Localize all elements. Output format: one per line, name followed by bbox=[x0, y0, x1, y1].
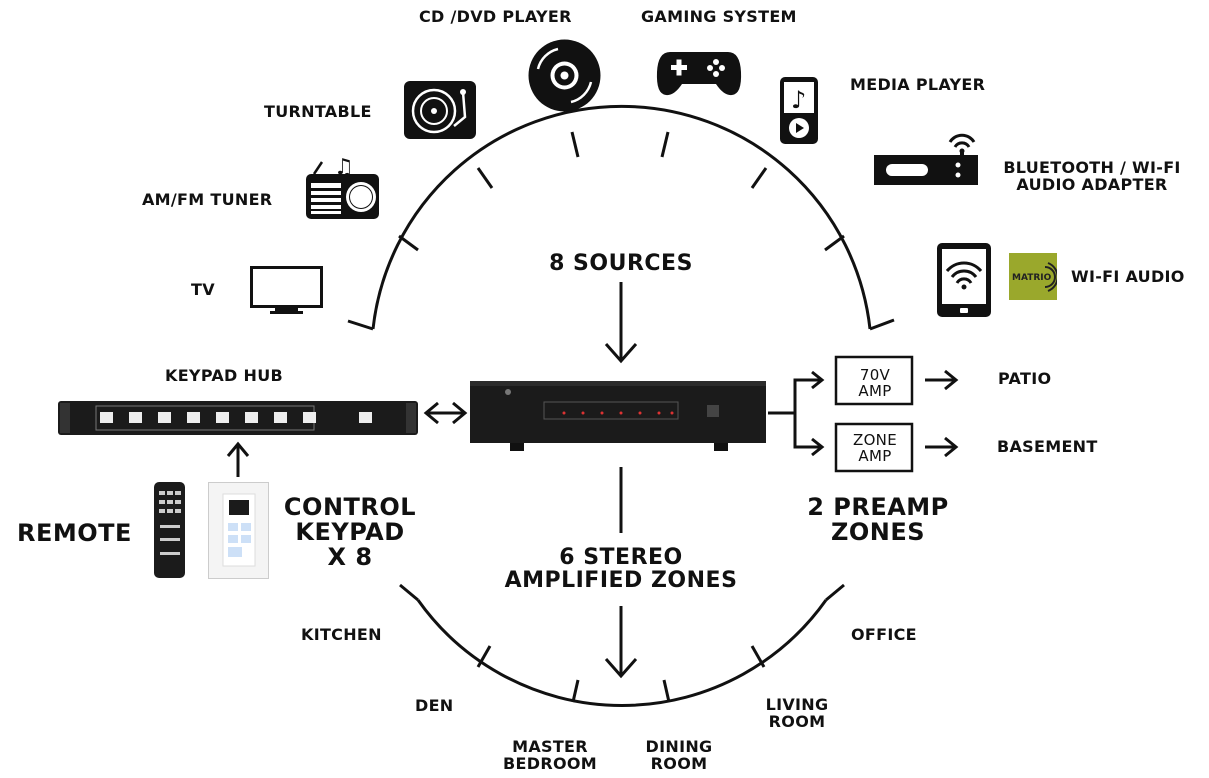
turntable-icon bbox=[404, 81, 476, 139]
wall-keypad bbox=[208, 482, 269, 579]
disc-icon bbox=[528, 39, 601, 112]
turntable-label: TURNTABLE bbox=[264, 102, 372, 121]
svg-text:♫: ♫ bbox=[334, 155, 354, 180]
matrio-logo-text: MATRIO bbox=[1012, 273, 1052, 283]
zone-amp-box bbox=[834, 422, 914, 473]
cd-dvd-label: CD /DVD PLAYER bbox=[419, 7, 572, 26]
matrio-logo: MATRIO bbox=[1009, 253, 1059, 300]
amp-70v-box bbox=[834, 355, 914, 406]
remote-control bbox=[154, 482, 185, 578]
gaming-label: GAMING SYSTEM bbox=[641, 7, 797, 26]
tv-label: TV bbox=[191, 280, 215, 299]
media-player-icon: ♪ bbox=[780, 77, 818, 144]
receiver-device bbox=[470, 381, 766, 451]
den-label: DEN bbox=[415, 696, 454, 715]
sources-arc bbox=[371, 104, 872, 330]
zones-arc bbox=[416, 599, 828, 707]
radio-icon: ♫ bbox=[306, 155, 379, 219]
patio-label: PATIO bbox=[998, 369, 1052, 388]
svg-text:♪: ♪ bbox=[791, 86, 806, 114]
sources-title: 8 SOURCES bbox=[549, 251, 693, 276]
wifi-audio-label: WI-FI AUDIO bbox=[1071, 267, 1185, 286]
keypad-hub-device bbox=[58, 401, 418, 435]
am-fm-label: AM/FM TUNER bbox=[142, 190, 273, 209]
tablet-icon bbox=[937, 243, 991, 317]
office-label: OFFICE bbox=[851, 625, 917, 644]
kitchen-label: KITCHEN bbox=[301, 625, 382, 644]
media-player-label: MEDIA PLAYER bbox=[850, 75, 986, 94]
tv-icon bbox=[250, 266, 323, 314]
audio-adapter-icon bbox=[874, 133, 978, 185]
remote-label: REMOTE bbox=[17, 519, 132, 547]
gamepad-icon bbox=[656, 52, 742, 96]
keypad-hub-label: KEYPAD HUB bbox=[165, 366, 283, 385]
basement-label: BASEMENT bbox=[997, 437, 1098, 456]
